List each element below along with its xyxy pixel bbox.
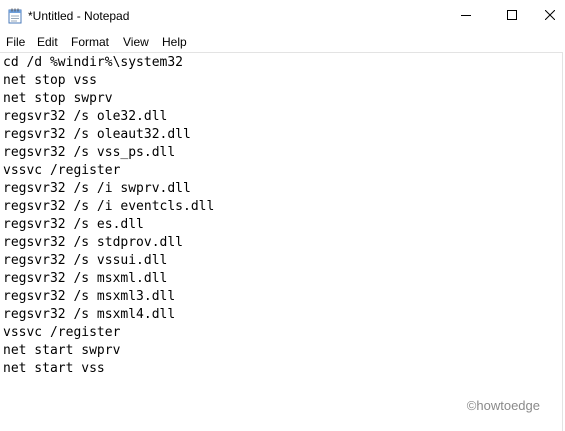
- menu-file[interactable]: File: [6, 35, 26, 49]
- minimize-icon: [461, 7, 471, 25]
- maximize-button[interactable]: [489, 0, 535, 32]
- minimize-button[interactable]: [443, 0, 489, 32]
- editor-line: regsvr32 /s vss_ps.dll: [3, 145, 176, 160]
- menu-bar: File Edit Format View Help: [0, 32, 565, 52]
- editor-line: net stop vss: [3, 73, 97, 88]
- editor-line: net start swprv: [3, 343, 121, 358]
- editor-line: regsvr32 /s msxml3.dll: [3, 289, 176, 304]
- close-icon: [544, 7, 556, 25]
- notepad-icon: [8, 8, 22, 24]
- menu-view[interactable]: View: [123, 35, 149, 49]
- menu-format[interactable]: Format: [71, 35, 110, 49]
- editor-line: regsvr32 /s /i swprv.dll: [3, 181, 191, 196]
- editor-line: vssvc /register: [3, 325, 121, 340]
- editor-line: regsvr32 /s msxml.dll: [3, 271, 168, 286]
- editor-line: regsvr32 /s stdprov.dll: [3, 235, 184, 250]
- editor-line: regsvr32 /s es.dll: [3, 217, 144, 232]
- menu-help[interactable]: Help: [162, 35, 187, 49]
- maximize-icon: [507, 7, 517, 25]
- editor-line: regsvr32 /s ole32.dll: [3, 109, 168, 124]
- editor-line: net start vss: [3, 361, 105, 376]
- editor-line: vssvc /register: [3, 163, 121, 178]
- text-editor-area[interactable]: cd /d %windir%\system32 net stop vss net s…: [0, 52, 563, 431]
- editor-line: regsvr32 /s msxml4.dll: [3, 307, 176, 322]
- editor-text[interactable]: cd /d %windir%\system32 net stop vss net s…: [3, 54, 214, 378]
- window-title: *Untitled - Notepad: [28, 9, 130, 23]
- title-bar[interactable]: *Untitled - Notepad: [0, 0, 565, 32]
- menu-edit[interactable]: Edit: [37, 35, 58, 49]
- editor-line: regsvr32 /s /i eventcls.dll: [3, 199, 215, 214]
- editor-line: net stop swprv: [3, 91, 113, 106]
- close-button[interactable]: [535, 0, 565, 32]
- editor-line: regsvr32 /s vssui.dll: [3, 253, 168, 268]
- watermark-text: ©howtoedge: [466, 398, 540, 413]
- editor-line: cd /d %windir%\system32: [3, 55, 184, 70]
- editor-line: regsvr32 /s oleaut32.dll: [3, 127, 191, 142]
